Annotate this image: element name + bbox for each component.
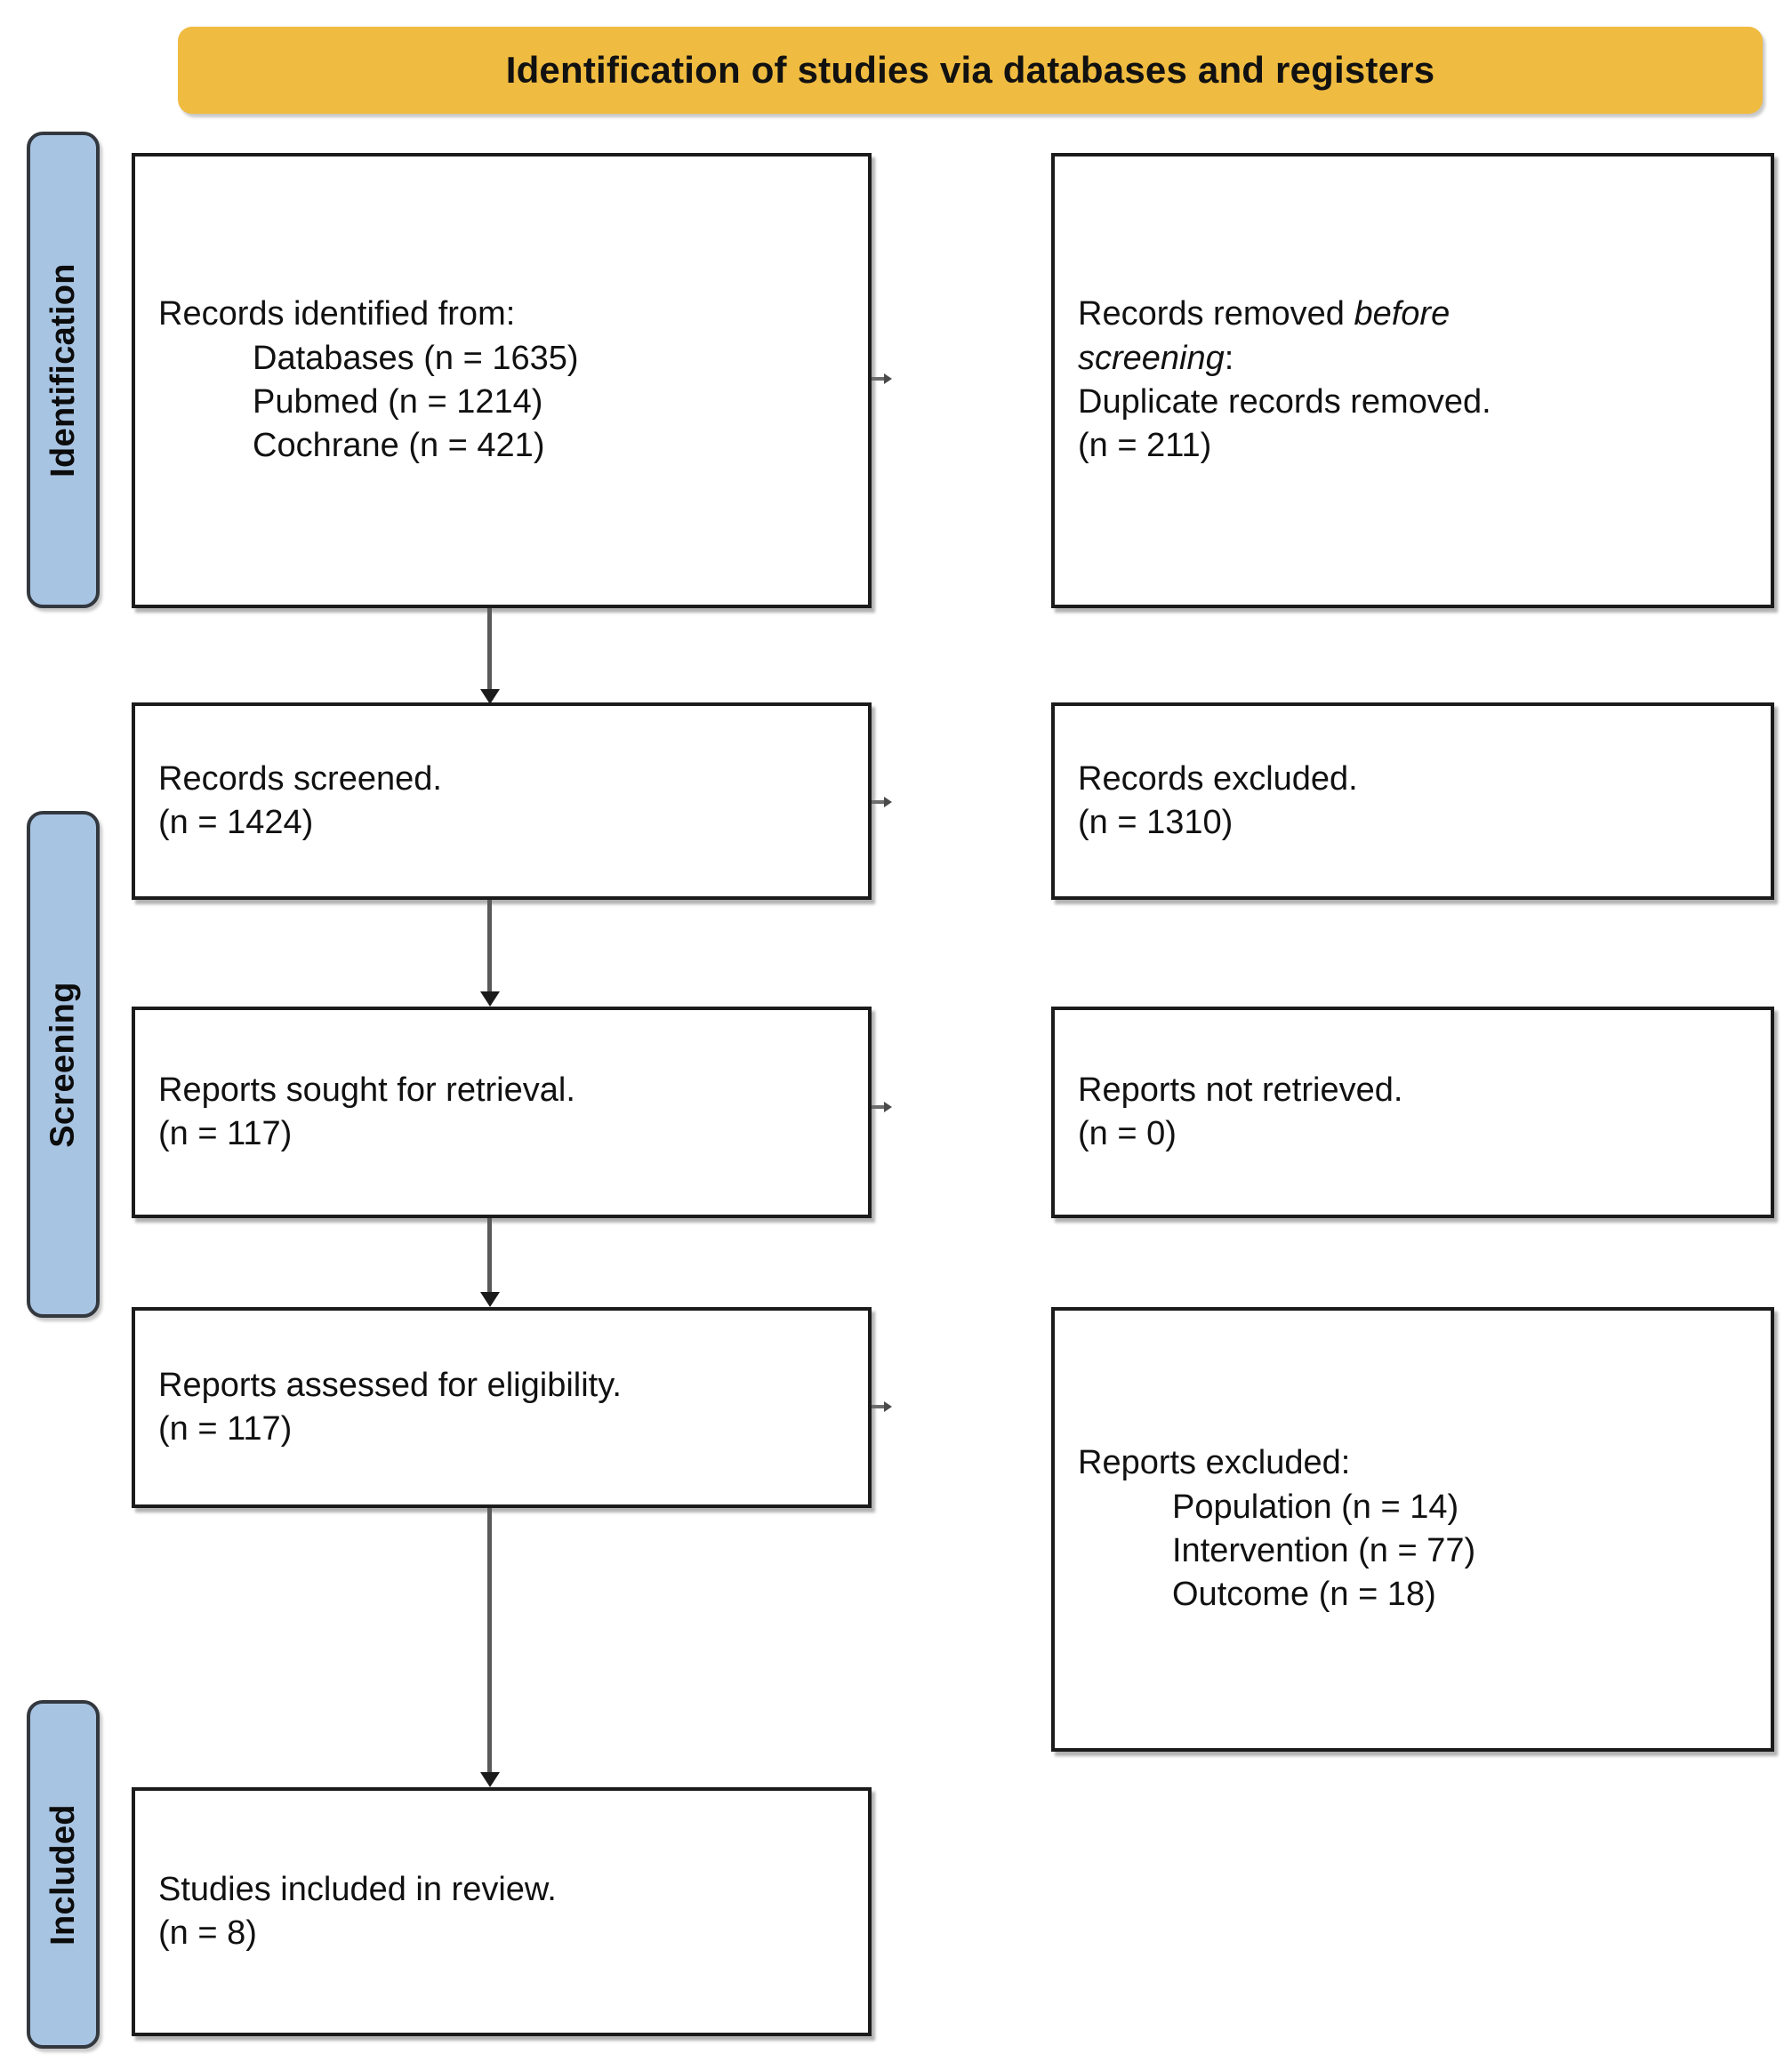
records-removed-emphasis-before: before <box>1354 295 1450 333</box>
box-reports-sought: Reports sought for retrieval. (n = 117) <box>132 1007 872 1218</box>
arrow-sought-to-assessed <box>487 1218 492 1293</box>
records-identified-databases: Databases (n = 1635) <box>253 339 579 377</box>
records-screened-label: Records screened. <box>158 759 442 798</box>
box-records-excluded: Records excluded. (n = 1310) <box>1051 702 1774 900</box>
stage-bar-screening: Screening <box>27 811 100 1318</box>
reports-excluded-intervention: Intervention (n = 77) <box>1172 1532 1476 1569</box>
box-reports-assessed: Reports assessed for eligibility. (n = 1… <box>132 1307 872 1508</box>
stage-label-identification: Identification <box>44 262 82 477</box>
box-reports-not-retrieved: Reports not retrieved. (n = 0) <box>1051 1007 1774 1218</box>
reports-assessed-count: (n = 117) <box>158 1410 293 1448</box>
stage-label-included: Included <box>44 1803 82 1946</box>
box-studies-included: Studies included in review. (n = 8) <box>132 1787 872 2036</box>
reports-not-retrieved-count: (n = 0) <box>1078 1115 1177 1152</box>
stage-bar-identification: Identification <box>27 132 100 608</box>
records-identified-pubmed: Pubmed (n = 1214) <box>253 383 543 421</box>
records-removed-colon: : <box>1224 339 1234 377</box>
records-identified-cochrane: Cochrane (n = 421) <box>253 427 545 465</box>
records-removed-duplicates: Duplicate records removed. <box>1078 383 1491 421</box>
diagram-title: Identification of studies via databases … <box>505 49 1435 91</box>
stage-label-screening: Screening <box>44 981 82 1148</box>
records-removed-count: (n = 211) <box>1078 427 1212 465</box>
box-reports-excluded-reasons: Reports excluded: Population (n = 14) In… <box>1051 1307 1774 1752</box>
records-excluded-label: Records excluded. <box>1078 759 1358 798</box>
arrow-assessed-to-included <box>487 1508 492 1773</box>
box-records-identified: Records identified from: Databases (n = … <box>132 153 872 608</box>
studies-included-count: (n = 8) <box>158 1914 257 1952</box>
reports-excluded-outcome: Outcome (n = 18) <box>1172 1576 1436 1614</box>
reports-sought-label: Reports sought for retrieval. <box>158 1071 575 1109</box>
records-screened-count: (n = 1424) <box>158 804 314 841</box>
records-removed-heading-line1: Records removed before <box>1078 293 1748 336</box>
reports-excluded-population: Population (n = 14) <box>1172 1488 1459 1526</box>
header-banner: Identification of studies via databases … <box>178 27 1763 114</box>
records-removed-emphasis-screening: screening <box>1078 339 1225 377</box>
box-records-removed: Records removed before screening: Duplic… <box>1051 153 1774 608</box>
reports-excluded-heading: Reports excluded: <box>1078 1444 1351 1482</box>
arrow-screened-to-excluded <box>872 800 884 804</box>
arrow-screened-to-sought <box>487 900 492 992</box>
records-removed-heading-text: Records removed <box>1078 295 1354 333</box>
stage-bar-included: Included <box>27 1700 100 2049</box>
records-identified-heading: Records identified from: <box>158 295 516 333</box>
box-records-screened: Records screened. (n = 1424) <box>132 702 872 900</box>
studies-included-label: Studies included in review. <box>158 1870 557 1908</box>
arrow-identified-to-screened <box>487 608 492 690</box>
reports-sought-count: (n = 117) <box>158 1115 293 1152</box>
reports-not-retrieved-label: Reports not retrieved. <box>1078 1071 1403 1109</box>
records-removed-heading-line2: screening: <box>1078 337 1748 381</box>
arrow-identified-to-removed <box>872 377 884 381</box>
records-excluded-count: (n = 1310) <box>1078 804 1234 841</box>
arrow-assessed-to-reports-excluded <box>872 1405 884 1408</box>
reports-assessed-label: Reports assessed for eligibility. <box>158 1366 622 1404</box>
arrow-sought-to-not-retrieved <box>872 1105 884 1109</box>
